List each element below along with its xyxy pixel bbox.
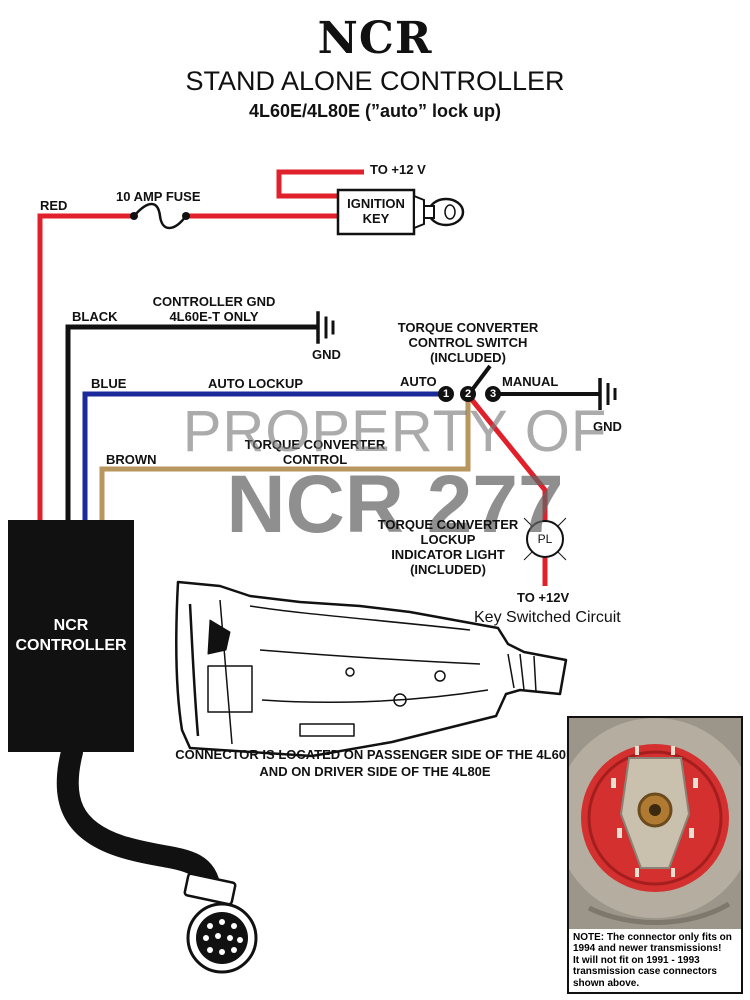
blue-wire <box>82 391 446 520</box>
indicator-line-4: (INCLUDED) <box>410 562 486 577</box>
key-switched-circuit-label: Key Switched Circuit <box>474 609 621 626</box>
fuse-label: 10 AMP FUSE <box>116 189 201 204</box>
diagram-title: STAND ALONE CONTROLLER <box>185 66 565 96</box>
indicator-line-3: INDICATOR LIGHT <box>391 547 505 562</box>
red-wire <box>37 213 340 520</box>
indicator-line-2: LOCKUP <box>420 532 476 547</box>
black-wire-label: BLACK <box>72 309 118 324</box>
tcc-switch-label: TORQUE CONVERTER CONTROL SWITCH (INCLUDE… <box>388 320 548 365</box>
photo-note: NOTE: The connector only fits on 1994 an… <box>569 928 741 992</box>
connector-photo: NOTE: The connector only fits on 1994 an… <box>567 716 743 994</box>
watermark-line-2: NCR 277 <box>226 459 564 550</box>
photo-note-line-5: shown above. <box>573 977 640 989</box>
tcc-line-2: CONTROL <box>282 452 348 467</box>
fuse-icon <box>130 202 190 230</box>
watermark-line-1: PROPERTY OF <box>182 399 608 464</box>
pin-1-label: 1 <box>442 388 450 400</box>
diagram-subtitle: 4L60E/4L80E (”auto” lock up) <box>248 101 502 121</box>
to-12v-bottom-label: TO +12V <box>517 590 570 605</box>
pin-3-label: 3 <box>489 388 497 400</box>
auto-label: AUTO <box>400 374 437 389</box>
controller-line-2: CONTROLLER <box>15 637 127 654</box>
ignition-key-line-2: KEY <box>362 211 390 226</box>
connector-note-line-2: AND ON DRIVER SIDE OF THE 4L80E <box>259 764 491 779</box>
indicator-line-1: TORQUE CONVERTER <box>377 517 519 532</box>
ncr-logo: NCR <box>317 13 433 64</box>
ignition-key-line-1: IGNITION <box>347 196 405 211</box>
photo-note-line-3: It will not fit on 1991 - 1993 <box>573 954 700 966</box>
ground-icon <box>316 311 335 344</box>
manual-label: MANUAL <box>502 374 559 389</box>
switch-pin-1 <box>438 386 454 402</box>
brown-wire <box>99 395 471 520</box>
red-wire-ignition-feed <box>276 169 364 199</box>
switch-pin-2 <box>460 386 476 402</box>
black-wire <box>65 324 318 520</box>
ignition-key-icon <box>336 188 465 236</box>
gnd-label-2: GND <box>593 419 622 434</box>
photo-note-line-4: transmission case connectors <box>573 966 717 977</box>
connector-note-line-1: CONNECTOR IS LOCATED ON PASSENGER SIDE O… <box>175 747 575 762</box>
ground-icon-2 <box>598 378 617 410</box>
controller-line-1: NCR <box>53 617 89 634</box>
controller-gnd-line-2: 4L60E-T ONLY <box>169 309 259 324</box>
ncr-controller: NCR CONTROLLER <box>8 520 134 752</box>
harness-connector-icon <box>183 872 258 974</box>
gnd-label-1: GND <box>312 347 341 362</box>
tcc-switch-line-3: (INCLUDED) <box>430 350 506 365</box>
auto-lockup-label: AUTO LOCKUP <box>208 376 304 391</box>
photo-note-line-2: 1994 and newer transmissions! <box>573 943 722 954</box>
controller-gnd-line-1: CONTROLLER GND <box>152 294 276 309</box>
transmission-icon <box>174 580 568 758</box>
wiring-harness <box>56 741 221 901</box>
tcc-line-1: TORQUE CONVERTER <box>244 437 386 452</box>
photo-note-line-1: NOTE: The connector only fits on <box>573 931 732 943</box>
indicator-light-icon <box>523 517 567 561</box>
tcc-switch-line-2: CONTROL SWITCH <box>408 335 528 350</box>
brown-wire-label: BROWN <box>106 452 157 467</box>
tcc-label: TORQUE CONVERTER CONTROL <box>228 437 402 467</box>
pl-label: PL <box>537 532 553 546</box>
tcc-switch-line-1: TORQUE CONVERTER <box>397 320 539 335</box>
to-12v-top-label: TO +12 V <box>370 162 426 177</box>
switch-pin-3 <box>485 386 501 402</box>
controller-gnd-label: CONTROLLER GND 4L60E-T ONLY <box>134 294 294 324</box>
blue-wire-label: BLUE <box>91 376 127 391</box>
ignition-key-label: IGNITION KEY <box>338 196 414 226</box>
indicator-light-label: TORQUE CONVERTER LOCKUP INDICATOR LIGHT … <box>368 517 528 577</box>
red-wire-label: RED <box>40 198 68 213</box>
connector-location-note: CONNECTOR IS LOCATED ON PASSENGER SIDE O… <box>0 746 750 780</box>
pin-2-label: 2 <box>464 388 472 400</box>
